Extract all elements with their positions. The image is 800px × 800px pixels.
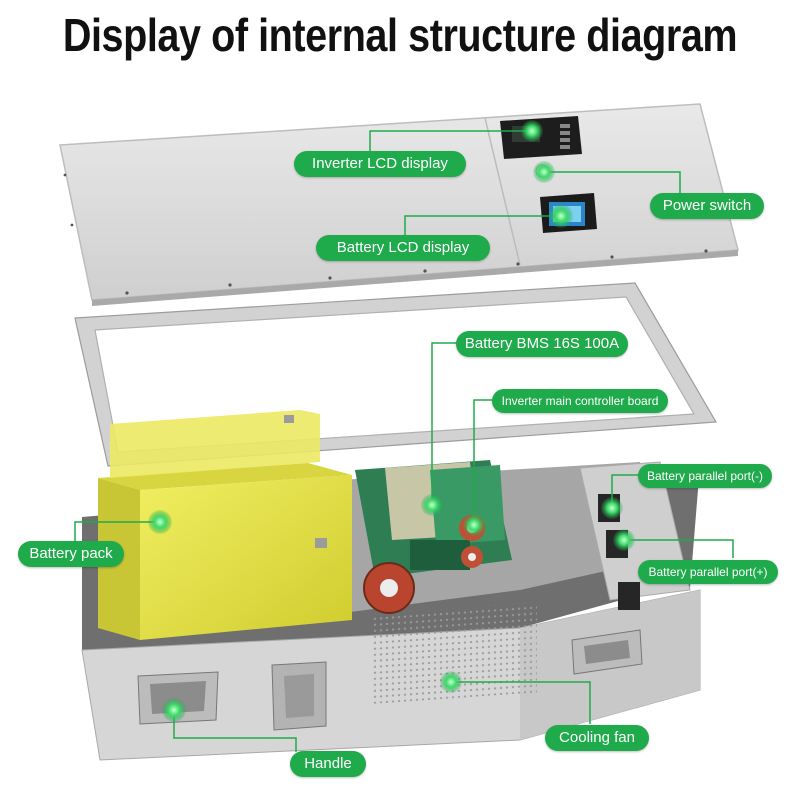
battery-pack-dot xyxy=(148,510,172,534)
battery-pack xyxy=(98,410,352,640)
lid-panel xyxy=(59,103,739,306)
label-battery-lcd-display: Battery LCD display xyxy=(316,235,490,261)
parallel-neg-dot xyxy=(601,497,623,519)
label-handle: Handle xyxy=(290,751,366,777)
parallel-pos-dot xyxy=(613,529,635,551)
label-battery-parallel-port-negative: Battery parallel port(-) xyxy=(638,464,772,488)
label-battery-parallel-port-positive: Battery parallel port(+) xyxy=(638,560,778,584)
inverter-lcd-dot xyxy=(521,120,543,142)
power-switch-dot xyxy=(533,161,555,183)
bms-dot xyxy=(421,494,443,516)
cooling-fan-grille xyxy=(372,602,537,704)
page-title: Display of internal structure diagram xyxy=(62,9,738,61)
callout-dots xyxy=(148,120,635,722)
controller-dot xyxy=(463,514,485,536)
center-handle[interactable] xyxy=(271,661,327,731)
label-battery-bms: Battery BMS 16S 100A xyxy=(456,331,628,357)
cooling-fan-dot xyxy=(440,671,462,693)
leader-lines xyxy=(74,130,734,752)
left-handle[interactable] xyxy=(137,671,219,725)
controller-boards xyxy=(355,460,512,614)
handle-dot xyxy=(162,698,186,722)
label-inverter-lcd-display: Inverter LCD display xyxy=(294,151,466,177)
right-handle[interactable] xyxy=(571,629,643,675)
battery-lcd-dot xyxy=(549,204,573,228)
label-inverter-main-controller-board: Inverter main controller board xyxy=(492,389,668,413)
label-power-switch: Power switch xyxy=(650,193,764,219)
label-cooling-fan: Cooling fan xyxy=(545,725,649,751)
inverter-lcd-display xyxy=(500,116,582,159)
label-battery-pack: Battery pack xyxy=(18,541,124,567)
